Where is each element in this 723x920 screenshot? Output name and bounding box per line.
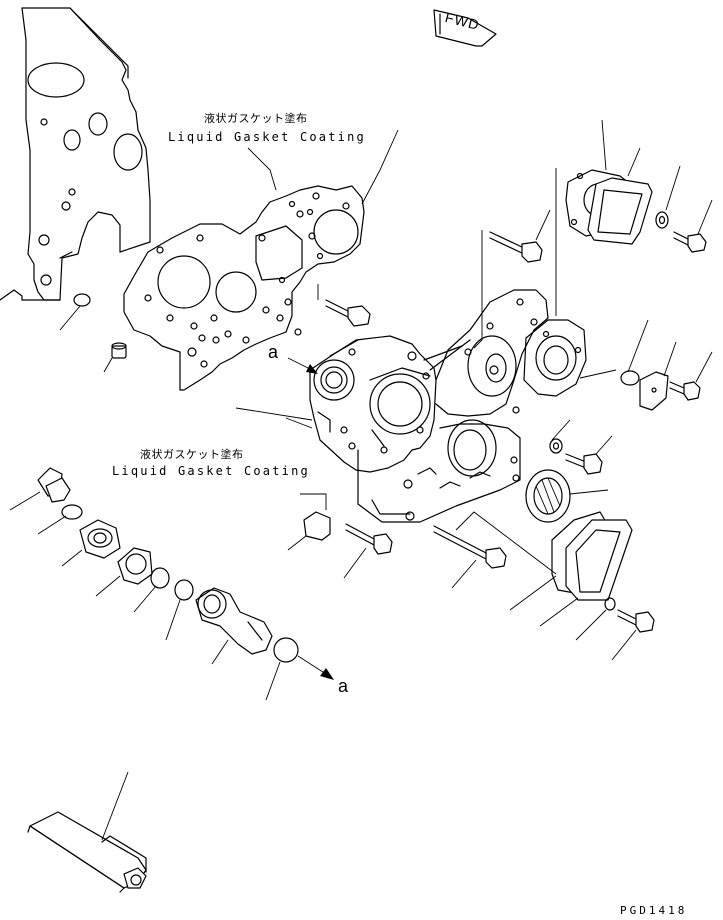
note-top-jp: 液状ガスケット塗布	[204, 112, 308, 125]
ref-arrow-top	[287, 357, 318, 374]
front-plate	[123, 185, 365, 391]
leader-note-mid	[235, 407, 313, 421]
gasket-tube	[27, 771, 147, 893]
o-ring-1	[61, 504, 83, 520]
bolt-top-right	[655, 165, 713, 253]
bolt-left	[317, 284, 371, 327]
drawing-code: PGD1418	[620, 904, 688, 917]
o-ring-4	[273, 637, 299, 663]
cover-plate-bottom	[509, 511, 633, 627]
long-bolt-2	[343, 523, 393, 579]
front-cover	[309, 289, 587, 523]
bolt-bottom-right	[575, 597, 655, 661]
bolt-top-middle	[473, 168, 557, 349]
bolt-right-middle	[549, 419, 613, 475]
cover-plate-top	[565, 119, 653, 245]
ref-label-a-top: a	[268, 342, 279, 362]
adapter-fitting	[61, 519, 121, 567]
breather-cap	[9, 467, 71, 511]
leader-note-top	[247, 147, 277, 191]
ref-arrow-bottom	[297, 655, 334, 680]
o-ring-3	[174, 579, 194, 601]
oil-seal	[525, 469, 609, 523]
note-top-en: Liquid Gasket Coating	[168, 130, 366, 144]
o-ring-block	[73, 293, 91, 307]
fwd-arrow-sign	[433, 9, 497, 47]
long-bolt-1	[433, 511, 557, 589]
o-ring-2	[150, 567, 170, 589]
leader-plate	[361, 129, 399, 205]
note-mid-en: Liquid Gasket Coating	[112, 464, 310, 478]
clip	[287, 493, 331, 551]
dowel-pin	[103, 342, 127, 373]
ref-label-a-bottom: a	[338, 676, 349, 696]
engine-block	[0, 7, 151, 301]
leader-note-mid-2	[285, 417, 313, 429]
elbow-fitting	[195, 587, 273, 665]
note-mid-jp: 液状ガスケット塗布	[140, 448, 244, 461]
small-cover-right	[579, 319, 713, 411]
